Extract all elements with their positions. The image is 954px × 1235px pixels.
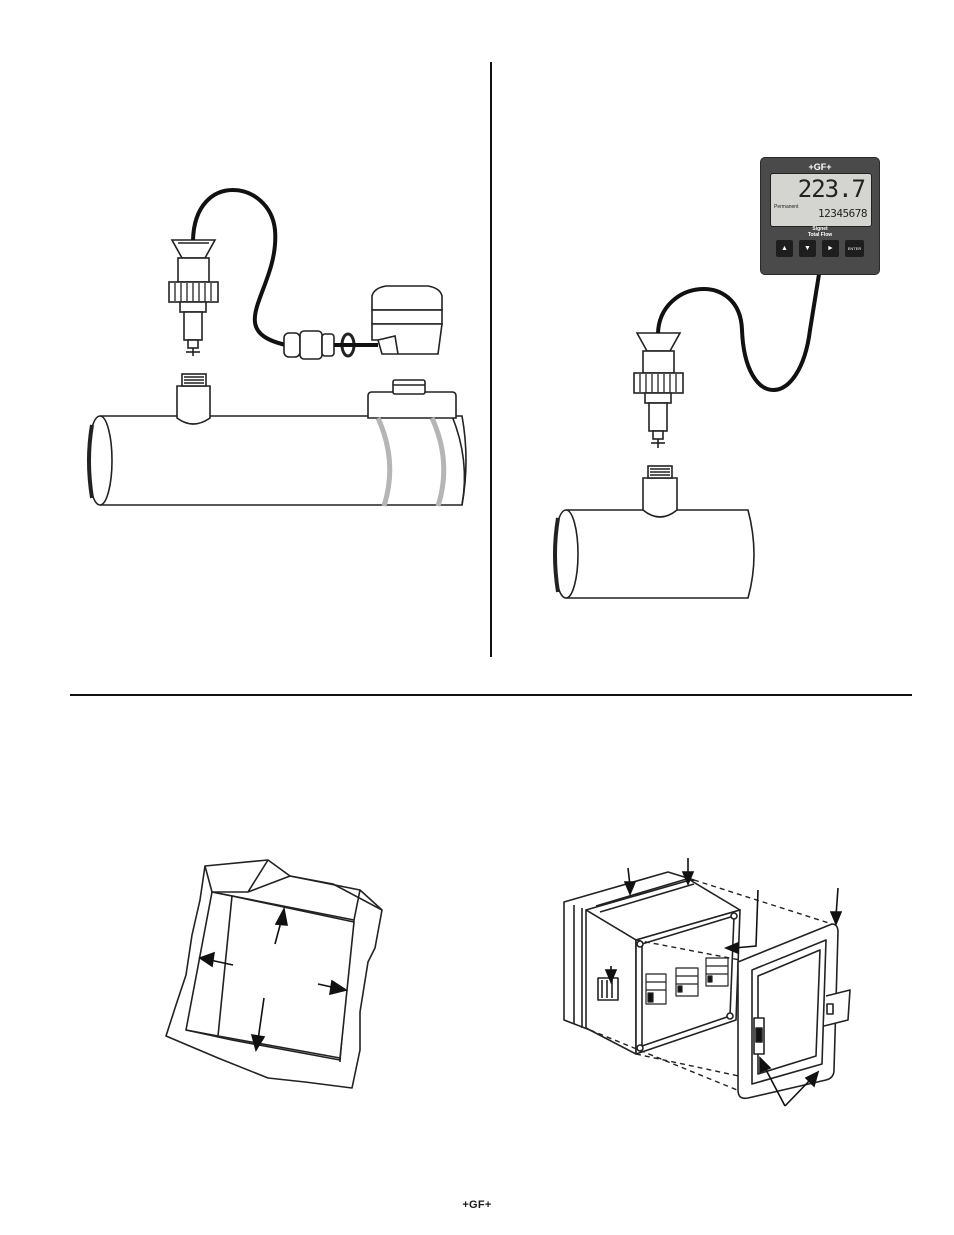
footer-brand-logo: +GF+ [0,1199,954,1211]
mounting-bracket [738,924,850,1098]
